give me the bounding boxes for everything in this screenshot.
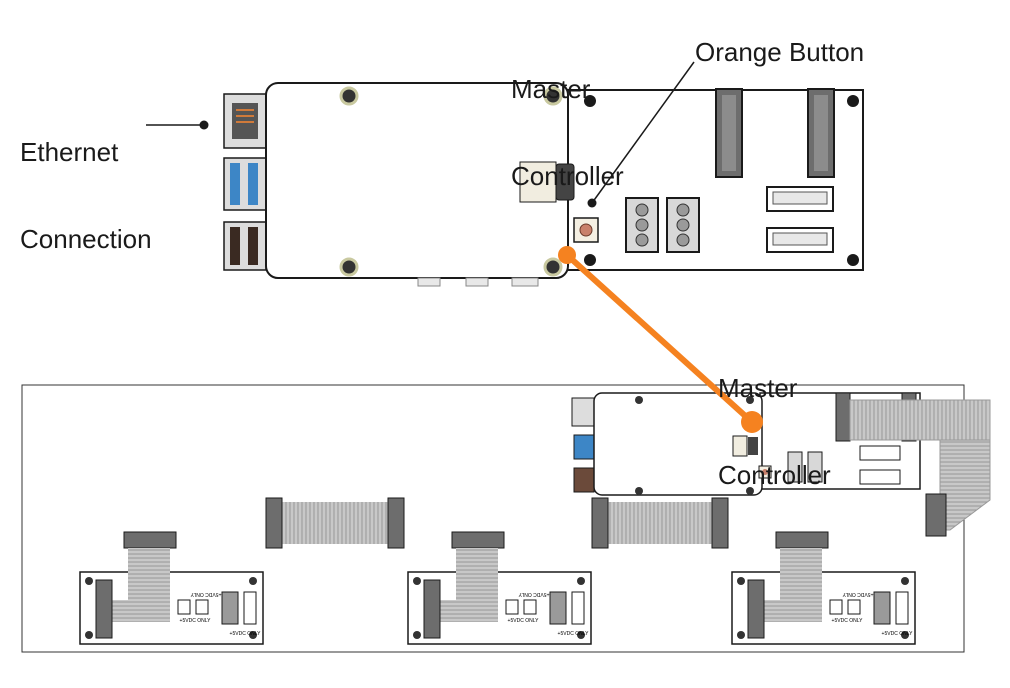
usb-port-icon — [223, 157, 267, 211]
ribbon-connector-icon — [807, 88, 835, 178]
top-expansion-board — [559, 88, 864, 271]
ribbon-cable — [265, 497, 405, 549]
ethernet-label-line2: Connection — [20, 224, 152, 254]
ribbon-cable — [591, 497, 729, 549]
terminal-block-icon — [625, 197, 659, 253]
power-connector-icon — [195, 599, 209, 615]
zoom-callout-dot — [741, 411, 763, 433]
dc-note: +5VDC ONLY — [842, 591, 874, 597]
dc-note: +5VDC ONLY — [882, 631, 914, 637]
terminal-block-icon — [807, 451, 823, 483]
master-controller-label-lower: Master Controller — [718, 316, 831, 519]
mount-hole — [847, 254, 859, 266]
master-controller-label-top: Master Controller — [511, 17, 624, 220]
mount-hole — [584, 254, 596, 266]
orange-button-leader-line — [591, 61, 695, 204]
terminal-block-icon — [549, 591, 567, 625]
top-master-controller-board — [223, 82, 575, 287]
mount-hole — [847, 95, 859, 107]
lower-master-controller — [571, 392, 921, 496]
dc-note: +5VDC ONLY — [518, 591, 550, 597]
power-connector-icon — [766, 186, 834, 212]
slave-board-3: +5VDC ONLY +5VDC ONLY +5VDC ONLY — [731, 531, 916, 645]
orange-button-label: Orange Button — [695, 37, 865, 67]
terminal-block-icon — [666, 197, 700, 253]
usb-port-icon — [573, 467, 595, 493]
orange-button-icon[interactable] — [573, 217, 599, 243]
master-controller-label-top-line2: Controller — [511, 161, 624, 191]
ribbon-connector-icon — [835, 392, 851, 442]
dc-note: +5VDC ONLY — [230, 631, 262, 637]
dc-note: +5VDC ONLY — [180, 618, 212, 624]
power-connector-icon — [505, 599, 519, 615]
dc-note: +5VDC ONLY — [558, 631, 590, 637]
slave-board-2: +5VDC ONLY +5VDC ONLY +5VDC ONLY — [407, 531, 592, 645]
ethernet-port-icon — [223, 93, 267, 149]
power-connector-icon — [859, 445, 901, 461]
dc-note: +5VDC ONLY — [508, 618, 540, 624]
ethernet-leader-dot — [199, 120, 209, 130]
power-connector-icon — [523, 599, 537, 615]
ribbon-connector-icon — [715, 88, 743, 178]
power-connector-icon — [859, 469, 901, 485]
zoom-callout-dot — [558, 246, 576, 264]
ethernet-port-icon — [571, 397, 595, 427]
orange-button-leader-dot — [587, 198, 597, 208]
master-controller-label-top-line1: Master — [511, 74, 591, 104]
ribbon-cable — [849, 399, 991, 537]
sd-card-icon — [519, 161, 575, 203]
terminal-block-icon — [787, 451, 803, 483]
dc-note: +5VDC ONLY — [832, 618, 864, 624]
mount-hole — [584, 95, 596, 107]
power-connector-icon — [829, 599, 843, 615]
sd-card-icon — [732, 435, 748, 457]
master-controller-label-lower-line2: Controller — [718, 460, 831, 490]
ethernet-label: Ethernet Connection — [20, 80, 152, 283]
usb-port-icon — [223, 221, 267, 271]
terminal-block-icon — [221, 591, 239, 625]
usb-port-icon — [573, 434, 595, 460]
power-connector-icon — [766, 227, 834, 253]
zoom-callout-line — [564, 252, 755, 425]
terminal-block-icon — [873, 591, 891, 625]
dc-note: +5VDC ONLY — [190, 591, 222, 597]
ethernet-label-line1: Ethernet — [20, 137, 119, 167]
slave-board-1: +5VDC ONLY +5VDC ONLY +5VDC ONLY — [79, 531, 264, 645]
power-connector-icon — [177, 599, 191, 615]
power-connector-icon — [847, 599, 861, 615]
master-controller-label-lower-line1: Master — [718, 373, 798, 403]
